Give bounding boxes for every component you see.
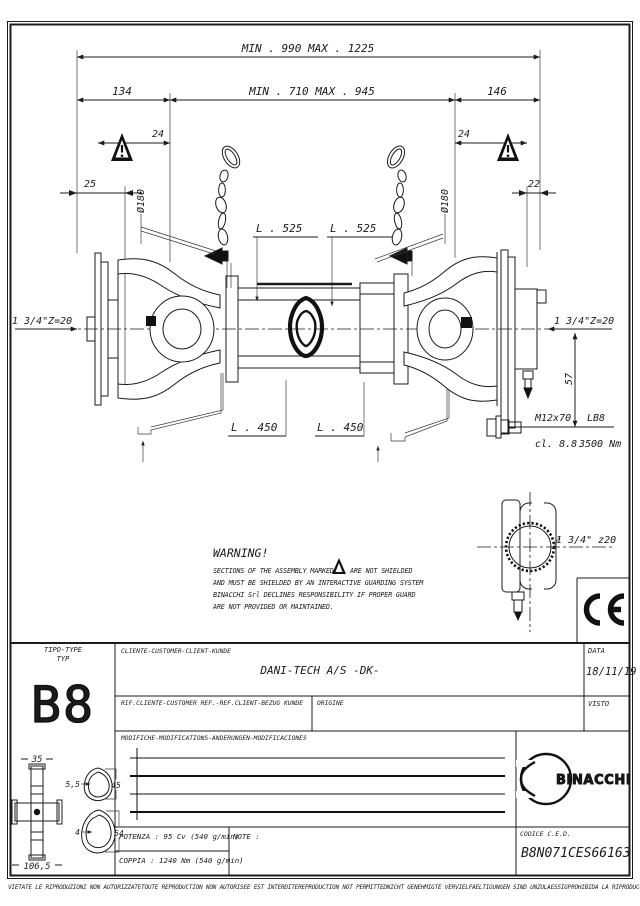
spline-detail-view	[477, 492, 614, 632]
spline-right-label: 1 3/4"Z=20	[554, 316, 614, 327]
dim-left-offset: 134	[112, 85, 132, 98]
type-label-line1: TIPO-TYPE	[44, 646, 82, 654]
origin-label: ORIGINE	[317, 700, 344, 707]
dim-tube-right: L . 450	[317, 421, 364, 434]
dim-guard-left: L . 525	[256, 222, 302, 235]
guard-bell-left	[137, 226, 232, 435]
warning-line3: BINACCHI Srl DECLINES RESPONSIBILITY IF …	[213, 591, 415, 599]
type-label: TIPO-TYPE TYP	[11, 646, 115, 664]
dim-right-22: 22	[528, 179, 540, 190]
modifications-label: MODIFICHE-MODIFICATIONS-ANDERUNGEN-MODIF…	[121, 735, 307, 742]
bolt-spec: M12x70	[534, 413, 571, 424]
dim-guard-right: L . 525	[330, 222, 376, 235]
profile1-size: 45	[111, 781, 121, 790]
dim-right-24: 24	[458, 129, 470, 140]
warning-line1b: ARE NOT SHIELDED	[349, 567, 412, 575]
notice-french: TOUTE REPRODUCTION NON AUTORISEE EST INT…	[141, 884, 299, 891]
dim-right-offset: 146	[487, 85, 507, 98]
dim-overall: MIN . 990 MAX . 1225	[241, 42, 374, 55]
ce-mark	[576, 577, 630, 643]
dim-dia-left: Ø180	[135, 189, 147, 213]
dim-57: 57	[564, 373, 575, 385]
warning-triangle-inline	[332, 558, 346, 574]
warning-line4: ARE NOT PROVIDED OR MAINTAINED.	[212, 603, 334, 611]
spline-detail-label: 1 3/4" z20	[556, 535, 616, 546]
warning-triangle-right	[497, 133, 519, 161]
extension-lines	[76, 50, 541, 397]
title-block-grid	[10, 642, 630, 875]
modification-lines	[130, 748, 505, 820]
date-value: 18/11/19	[586, 666, 637, 678]
dim-inner-span: MIN . 710 MAX . 945	[248, 85, 375, 98]
warning-line2: AND MUST BE SHIELDED BY AN INTERACTIVE G…	[212, 579, 424, 587]
dim-left-25: 25	[84, 179, 96, 190]
cross-width-dim: 35	[31, 755, 43, 765]
safety-chain-left	[203, 145, 241, 265]
notice-german: NICHT GENEHMIGTE VERVIELFAELTIGUNGEN SIN…	[386, 884, 568, 891]
note-label: NOTE :	[233, 832, 260, 841]
dimension-lines	[15, 54, 614, 462]
ref-label: RIF.CLIENTE-CUSTOMER REF.-REF.CLIENT-BEZ…	[121, 700, 303, 707]
guard-bell-right	[374, 233, 450, 442]
dim-left-24: 24	[152, 129, 164, 140]
dim-tube-left: L . 450	[231, 421, 278, 434]
cross-height-dim: 106,5	[23, 862, 50, 872]
sheet-border	[7, 21, 633, 879]
profile-drawing-2: 4 54	[75, 809, 124, 854]
warning-title: WARNING!	[213, 546, 268, 560]
bolt-torque: 3500 Nm	[578, 439, 621, 450]
left-yoke	[117, 258, 221, 400]
notice-english: REPRODUCTION NOT PERMITTED	[298, 884, 387, 891]
code-value: B8N071CES66163	[521, 846, 631, 861]
profile-drawing-1: 5,5 45	[66, 767, 121, 802]
warning-triangle-left	[111, 133, 133, 161]
spline-left-label: 1 3/4"Z=20	[12, 316, 72, 327]
brand-name: BINACCHI	[556, 773, 631, 788]
bolt-code: LB8	[587, 413, 605, 424]
notice-spanish: PROHIBIDA LA RIPRODUCCION NO AUTORIZADA	[567, 884, 640, 891]
type-value: B8	[31, 676, 95, 734]
right-yoke	[403, 252, 498, 406]
date-label: DATA	[588, 647, 605, 655]
type-label-line2: TYP	[56, 654, 70, 663]
dimension-texts: MIN . 990 MAX . 1225 134 MIN . 710 MAX .…	[12, 42, 621, 546]
safety-chain-right	[386, 145, 413, 265]
approved-label: VISTO	[588, 700, 610, 708]
notice-italian: VIETATE LE RIPRODUZIONI NON AUTORIZZATE	[8, 884, 142, 891]
warning-note: WARNING! SECTIONS OF THE ASSEMBLY MARKED…	[212, 546, 424, 611]
torque-label: COPPIA : 1240 Nm (540 g/min)	[119, 856, 244, 865]
profile2-thickness: 4	[75, 828, 80, 837]
cross-journal-drawing: 35 106,5	[11, 755, 63, 872]
power-label: POTENZA : 95 Cv (540 g/min)	[119, 832, 240, 841]
right-flange	[486, 249, 547, 439]
profile1-thickness: 5,5	[66, 780, 81, 789]
code-label: CODICE C.E.D.	[520, 830, 571, 838]
profile2-size: 54	[114, 829, 124, 838]
dim-dia-right: Ø180	[439, 189, 451, 213]
warning-line1a: SECTIONS OF THE ASSEMBLY MARKED	[213, 567, 334, 575]
binacchi-logo: BINACCHI	[516, 752, 631, 806]
customer-value: DANI-TECH A/S -DK-	[260, 664, 380, 677]
bolt-class: cl. 8.8	[535, 439, 577, 450]
customer-label: CLIENTE-CUSTOMER-CLIENT-KUNDE	[121, 648, 231, 655]
lemon-tube-profile	[287, 295, 325, 359]
reproduction-notice: VIETATE LE RIPRODUZIONI NON AUTORIZZATE …	[8, 884, 640, 891]
